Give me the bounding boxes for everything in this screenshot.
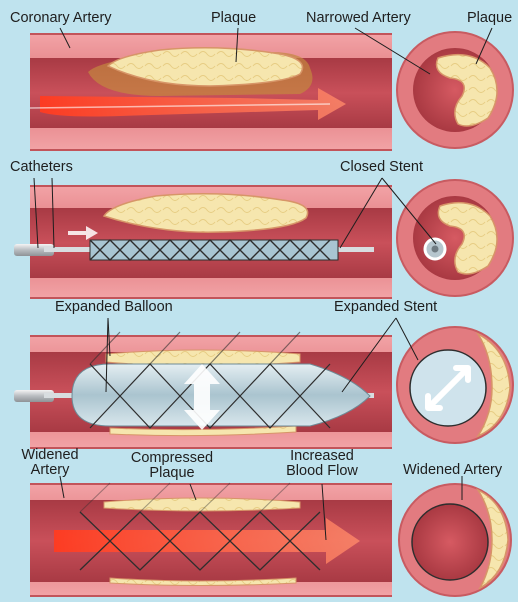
label-increased-flow-line1: Increased (290, 449, 354, 464)
label-closed-stent: Closed Stent (340, 160, 423, 175)
cross-section-widened (399, 484, 511, 596)
label-compressed-plaque-line2: Plaque (149, 466, 194, 481)
label-widened-artery-line2: Artery (31, 463, 70, 478)
cross-section-narrowed (397, 32, 513, 148)
panel-expanded-balloon (14, 332, 392, 448)
label-widened-artery-line1: Widened (21, 448, 78, 463)
panel-narrowed-artery (30, 34, 392, 150)
cross-section-expanded-stent (397, 327, 513, 443)
label-increased-flow-line2: Blood Flow (286, 464, 358, 479)
label-widened-artery-cross: Widened Artery (403, 463, 502, 478)
panel-widened-artery (30, 483, 392, 596)
label-expanded-balloon: Expanded Balloon (55, 300, 173, 315)
label-catheters: Catheters (10, 160, 73, 175)
label-narrowed-artery: Narrowed Artery (306, 11, 411, 26)
label-plaque-cross: Plaque (467, 11, 512, 26)
label-compressed-plaque-line1: Compressed (131, 451, 213, 466)
label-coronary-artery: Coronary Artery (10, 11, 112, 26)
cross-section-closed-stent (397, 180, 513, 296)
label-plaque: Plaque (211, 11, 256, 26)
panel-closed-stent (14, 186, 392, 298)
label-expanded-stent: Expanded Stent (334, 300, 437, 315)
